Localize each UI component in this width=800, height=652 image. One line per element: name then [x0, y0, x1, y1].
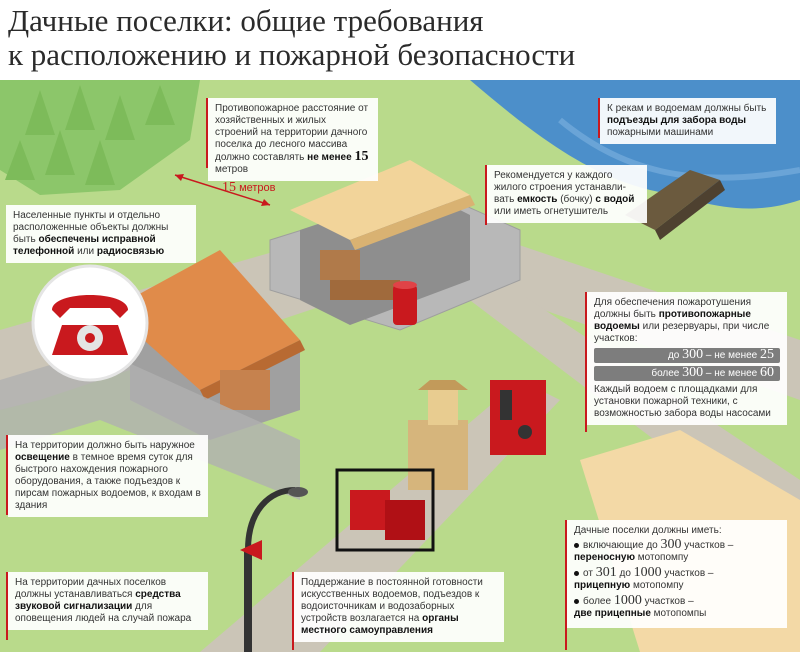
note-bold: подъезды для забора воды — [607, 115, 747, 126]
title-line-1: Дачные поселки: общие требования — [8, 3, 484, 38]
connector-line — [206, 98, 208, 168]
motor-pump — [335, 468, 435, 552]
ponds-threshold-300: до 300 – не менее 25 — [594, 348, 780, 363]
note-bold-2: с водой — [595, 194, 635, 205]
note-text: На территории дачных поселков должны уст… — [15, 577, 167, 600]
item-number: 300 — [660, 537, 682, 552]
pill-number: 300 — [682, 347, 704, 362]
title-line-2: к расположению и пожарной безопасности — [8, 37, 576, 72]
pill-number: 60 — [760, 365, 774, 380]
note-mid: (бочку) — [557, 194, 596, 205]
telephone-illustration — [31, 264, 149, 382]
lamp-post — [240, 487, 308, 652]
note-tail: или иметь огнетушитель — [494, 206, 609, 217]
pill-text: – не менее — [703, 350, 760, 361]
item-tail: мотопомпу — [630, 580, 684, 591]
item-number: 1000 — [633, 565, 662, 580]
reservoirs-note: Поддержание в постоянной готовности иску… — [294, 572, 504, 642]
pill-number: 300 — [682, 365, 704, 380]
note-text: Поддержание в постоянной готовности иску… — [301, 577, 483, 624]
item-text: более — [583, 596, 614, 607]
item-text: до — [616, 568, 634, 579]
note-bold: освещение — [15, 452, 70, 463]
note-text: На территории должно быть наружное — [15, 440, 195, 451]
list-item: более 1000 участков –две прицепные мотоп… — [574, 593, 780, 620]
note-mid: или — [74, 246, 97, 257]
note-bold: емкость — [517, 194, 558, 205]
item-bold: две прицепные — [574, 608, 651, 619]
forest — [0, 80, 200, 195]
item-number: 1000 — [613, 593, 642, 608]
item-text: включающие до — [583, 540, 661, 551]
connector-line — [598, 98, 600, 138]
item-text: участков – — [661, 568, 714, 579]
note-bold-2: радиосвязью — [96, 246, 165, 257]
list-item: от 301 до 1000 участков – прицепную мотоп… — [574, 565, 780, 592]
item-tail: мотопомпы — [650, 608, 707, 619]
ponds-note: Для обеспечения пожаротушения должны быт… — [587, 292, 787, 425]
pill-number: 25 — [760, 347, 774, 362]
pill-text: – не менее — [703, 368, 760, 379]
item-tail: мотопомпу — [635, 552, 689, 563]
item-text: участков – — [681, 540, 734, 551]
lighting-note: На территории должно быть наружное освещ… — [8, 435, 208, 517]
note-text: Рекомендуется у каждого жилого строения … — [494, 170, 626, 205]
upper-house — [290, 160, 475, 325]
connector-line — [585, 292, 587, 432]
distance-label: 15 метров — [222, 180, 276, 196]
item-bold: прицепную — [574, 580, 631, 591]
water-barrel — [393, 281, 417, 325]
note-text: К рекам и водоемам должны быть — [607, 103, 767, 114]
bullet-icon — [574, 598, 579, 604]
rivers-note: К рекам и водоемам должны быть подъезды … — [600, 98, 776, 144]
pumps-note: Дачные поселки должны иметь: включающие … — [567, 520, 787, 628]
connector-line — [292, 572, 294, 650]
bridge — [625, 170, 725, 240]
note-tail: для оповещения людей на случай пожара — [15, 601, 192, 624]
list-item: включающие до 300 участков – переносную м… — [574, 537, 780, 564]
fire-shield-board — [490, 380, 546, 455]
well — [408, 380, 468, 490]
note-text: Противопожарное расстояние от хозяйствен… — [215, 103, 369, 163]
connector-line — [565, 520, 567, 650]
distance-unit: метров — [239, 182, 276, 194]
pill-text: более — [651, 368, 683, 379]
distance-arrow — [174, 174, 271, 206]
note-number: 15 — [354, 149, 369, 164]
item-text: участков – — [641, 596, 694, 607]
note-bold: органы местного самоуправления — [301, 613, 459, 636]
tank-note: Рекомендуется у каждого жилого строения … — [487, 165, 647, 223]
note-text: Для обеспечения пожаротушения должны быт… — [594, 297, 752, 320]
pumps-list: включающие до 300 участков – переносную м… — [574, 537, 780, 620]
note-tail: пожарными машинами — [607, 127, 714, 138]
phone-note: Населенные пункты и отдельно расположенн… — [6, 205, 196, 263]
note-bold: обеспечены исправной телефонной — [13, 234, 156, 257]
connector-line — [485, 165, 487, 225]
note-tail: или резервуары, при числе участков: — [594, 321, 770, 344]
note-text: Населенные пункты и отдельно расположенн… — [13, 210, 169, 245]
pumps-heading: Дачные поселки должны иметь: — [574, 525, 722, 536]
bullet-icon — [574, 542, 579, 548]
distance-number: 15 — [222, 180, 236, 195]
note-tail: в темное время суток для быстрого нахожд… — [15, 452, 201, 511]
item-bold: переносную — [574, 552, 635, 563]
ponds-threshold-over-300: более 300 – не менее 60 — [594, 366, 780, 381]
note-tail: метров — [215, 164, 249, 175]
ponds-footnote: Каждый водоем с площадками для установки… — [594, 384, 771, 419]
note-bold: не менее — [307, 152, 355, 163]
pill-text: до — [667, 350, 683, 361]
item-text: от — [583, 568, 596, 579]
note-bold: противопожарные водоемы — [594, 309, 751, 332]
note-bold: средства звуковой сигнализации — [15, 589, 181, 612]
connector-line — [6, 435, 8, 515]
connector-line — [6, 572, 8, 640]
bullet-icon — [574, 570, 579, 576]
sound-note: На территории дачных поселков должны уст… — [8, 572, 208, 630]
page-title: Дачные поселки: общие требования к распо… — [8, 4, 788, 72]
item-number: 301 — [595, 565, 617, 580]
fire-distance-note: Противопожарное расстояние от хозяйствен… — [208, 98, 378, 181]
